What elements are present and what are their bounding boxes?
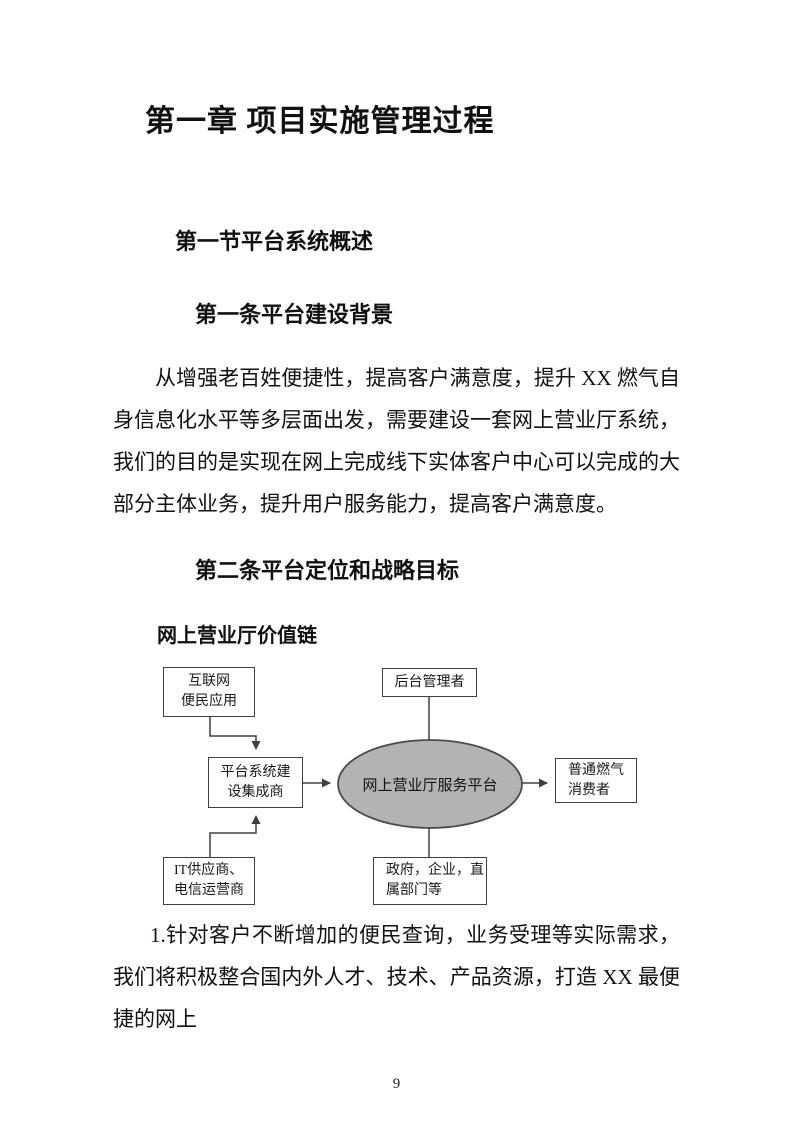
node-backend-manager: 后台管理者 (382, 668, 477, 697)
node-platform-integrator: 平台系统建 设集成商 (208, 757, 303, 808)
diagram-connectors (209, 697, 548, 857)
diagram-caption: 网上营业厅价值链 (157, 625, 317, 647)
service-platform-ellipse (337, 739, 523, 829)
connector-itsupplier-to-integrator (209, 815, 261, 857)
node-gas-consumer: 普通燃气 消费者 (555, 758, 637, 803)
connector-internet-to-integrator (209, 717, 261, 750)
paragraph-platform-background: 从增强老百姓便捷性，提高客户满意度，提升 XX 燃气自身信息化水平等多层面出发，… (113, 366, 680, 516)
article-2-heading: 第二条平台定位和战略目标 (195, 558, 460, 583)
article-1-heading: 第一条平台建设背景 (195, 302, 394, 327)
node-service-platform-label: 网上营业厅服务平台 (362, 777, 498, 794)
node-it-supplier: IT供应商、 电信运营商 (163, 857, 255, 905)
node-government: 政府，企业，直 属部门等 (373, 857, 487, 905)
chapter-title: 第一章 项目实施管理过程 (145, 105, 495, 138)
node-internet-app: 互联网 便民应用 (163, 667, 255, 717)
value-chain-diagram: 互联网 便民应用 后台管理者 平台系统建 设集成商 网上营业厅服务平台 普通燃气… (140, 660, 660, 910)
page-number: 9 (392, 1076, 401, 1092)
section-heading: 第一节平台系统概述 (175, 229, 374, 254)
paragraph-customer-needs: 1.针对客户不断增加的便民查询，业务受理等实际需求，我们将积极整合国内外人才、技… (113, 923, 680, 1031)
